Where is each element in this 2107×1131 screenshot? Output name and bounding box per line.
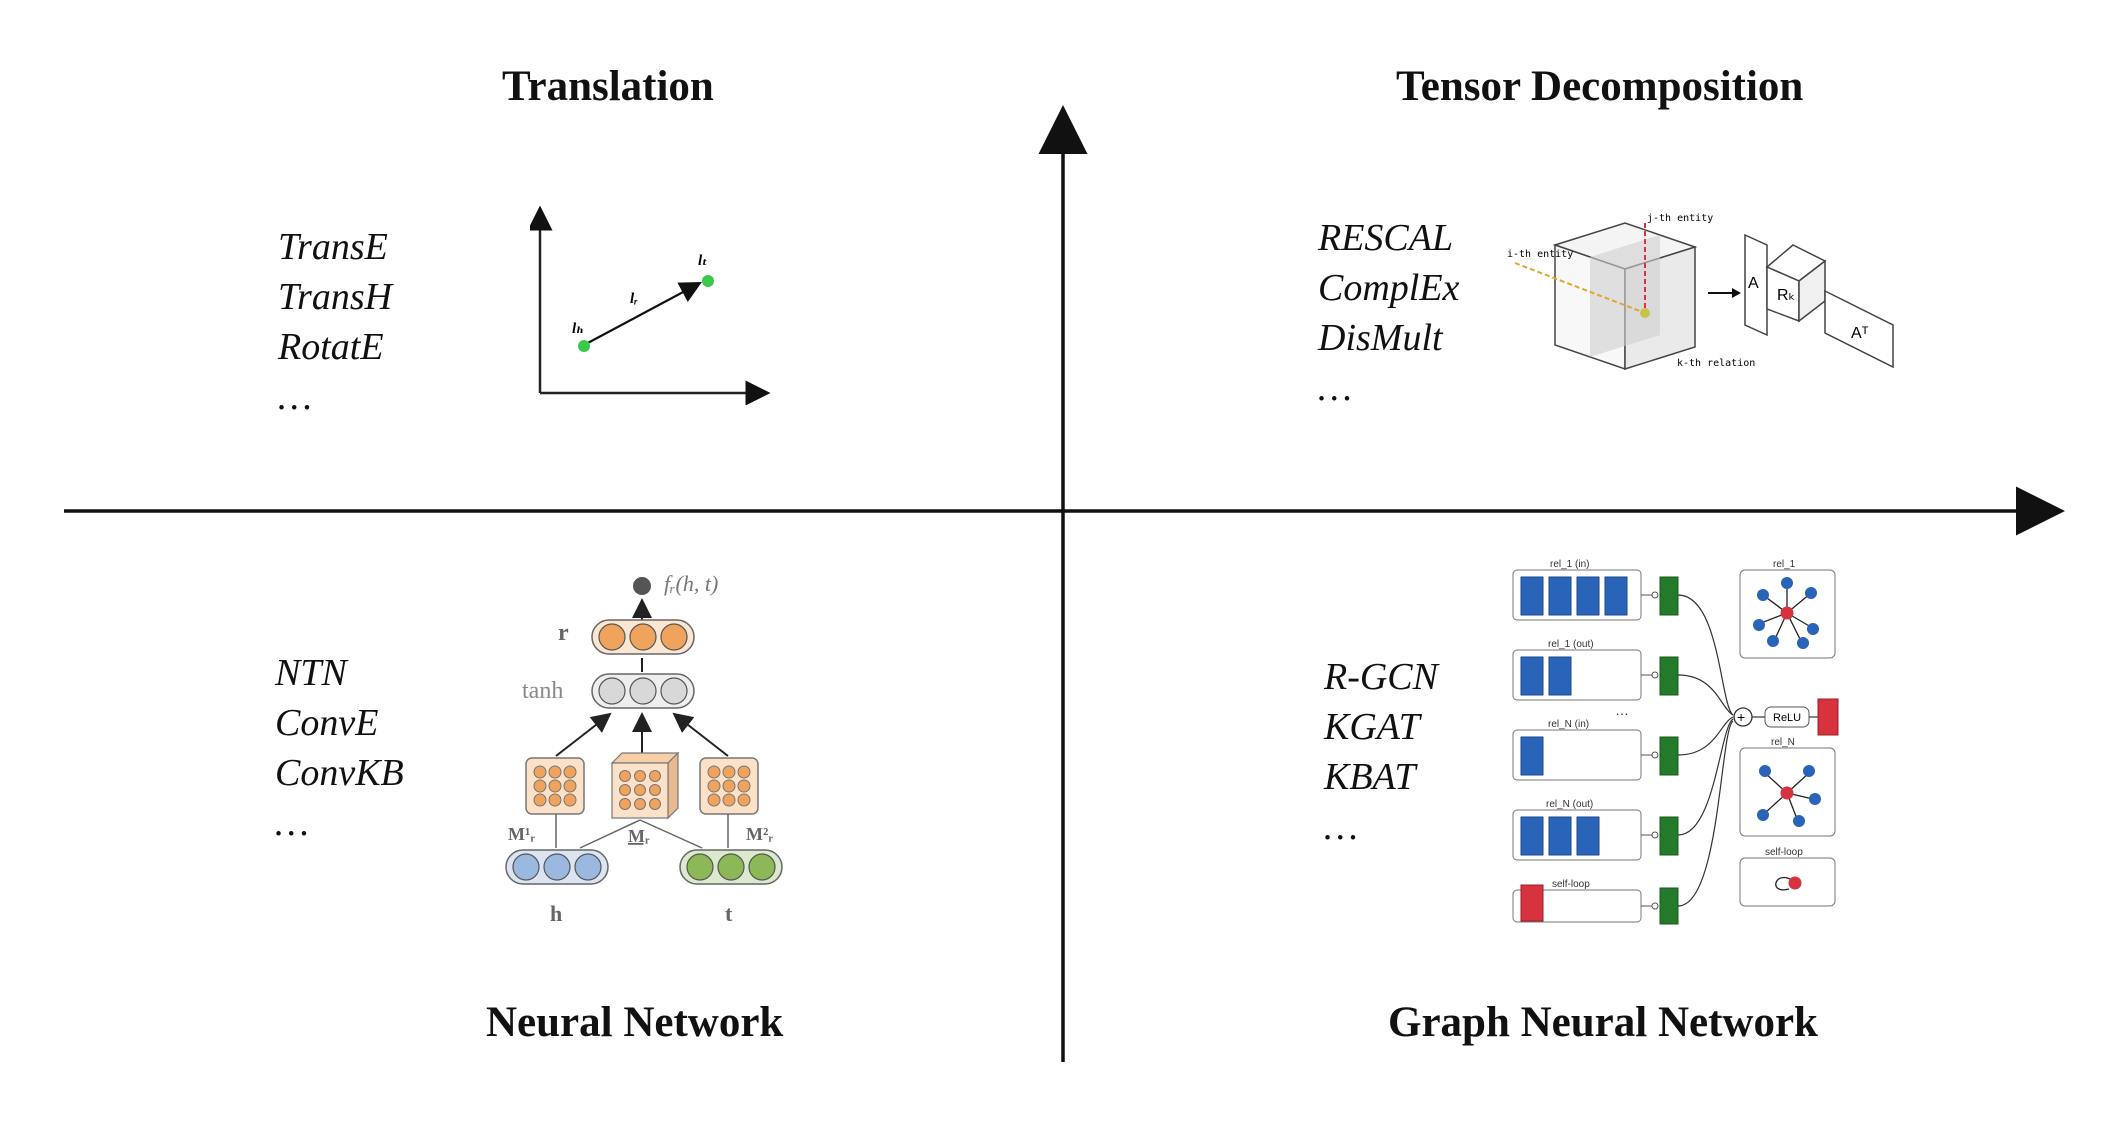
method-item: … [1318, 367, 1352, 409]
group-label: rel_N (in) [1548, 719, 1589, 730]
method-item: TransE [278, 226, 388, 268]
group-label: rel_1 (out) [1548, 639, 1594, 650]
gnn-figure: rel_1 (in) rel_1 (out) rel_N (in) rel_N … [1512, 559, 1839, 925]
method-item: … [1324, 806, 1358, 848]
method-item: KBAT [1324, 756, 1416, 798]
method-item: RotatE [278, 326, 384, 368]
m-label: Mᵣ [628, 826, 650, 846]
output-block [1817, 698, 1839, 736]
method-item: … [275, 802, 309, 844]
right-panel-label: rel_1 [1773, 559, 1796, 570]
tensor-entry [1640, 308, 1650, 318]
method-list-tensor: RESCAL ComplEx DisMult … [1318, 213, 1459, 413]
group-label: rel_N (out) [1546, 799, 1593, 810]
head-point [578, 340, 590, 352]
h-label: h [550, 901, 562, 926]
m1-label: M¹ᵣ [508, 824, 535, 844]
score-label: fᵣ(h, t) [664, 571, 718, 596]
sum-symbol: + [1737, 709, 1745, 725]
group-label: rel_1 (in) [1550, 559, 1589, 570]
matrix-a [1744, 233, 1768, 337]
tanh-label: tanh [522, 678, 563, 704]
method-item: DisMult [1318, 317, 1443, 359]
right-panel-label: self-loop [1765, 847, 1803, 858]
title-translation: Translation [502, 63, 714, 110]
ellipsis-label: … [1615, 702, 1629, 718]
k-relation-label: k-th relation [1677, 358, 1755, 369]
r-layer-label: r [558, 620, 569, 646]
tail-label: lₜ [698, 253, 708, 269]
tensor-figure: j-th entity i-th entity k-th relation A … [1507, 213, 1894, 371]
translation-figure: lₕ lᵣ lₜ [530, 205, 771, 405]
title-neural-network: Neural Network [486, 999, 784, 1046]
method-item: NTN [275, 652, 347, 694]
neural-network-figure: fᵣ(h, t) r tanh M¹ᵣ Mᵣ M²ᵣ [505, 571, 783, 926]
method-list-neural: NTN ConvE ConvKB … [275, 648, 404, 848]
method-list-gnn: R-GCN KGAT KBAT … [1324, 652, 1438, 852]
method-item: ComplEx [1318, 267, 1460, 309]
m2-label: M²ᵣ [746, 824, 773, 844]
method-item: … [278, 376, 312, 418]
method-item: RESCAL [1318, 217, 1454, 259]
title-graph-neural-network: Graph Neural Network [1388, 999, 1818, 1046]
relation-label: lᵣ [630, 291, 638, 307]
matrix-at [1824, 289, 1894, 369]
method-list-translation: TransE TransH RotatE … [278, 222, 392, 422]
score-node [633, 577, 651, 595]
relu-label: ReLU [1773, 712, 1801, 724]
method-item: ConvKB [275, 752, 404, 794]
at-label: Aᵀ [1851, 325, 1869, 342]
method-item: KGAT [1324, 706, 1420, 748]
i-entity-label: i-th entity [1507, 249, 1573, 260]
method-item: ConvE [275, 702, 379, 744]
right-panel-label: rel_N [1771, 737, 1795, 748]
title-tensor-decomposition: Tensor Decomposition [1396, 63, 1804, 110]
t-label: t [725, 901, 733, 926]
head-label: lₕ [572, 321, 584, 337]
r-label: Rₖ [1777, 287, 1795, 304]
slice-plane [1590, 235, 1660, 357]
group-label: self-loop [1552, 879, 1590, 890]
relation-vector [583, 281, 702, 346]
j-entity-label: j-th entity [1647, 213, 1713, 224]
tail-point [702, 275, 714, 287]
method-item: TransH [278, 276, 393, 318]
method-item: R-GCN [1324, 656, 1438, 698]
a-label: A [1748, 275, 1759, 292]
